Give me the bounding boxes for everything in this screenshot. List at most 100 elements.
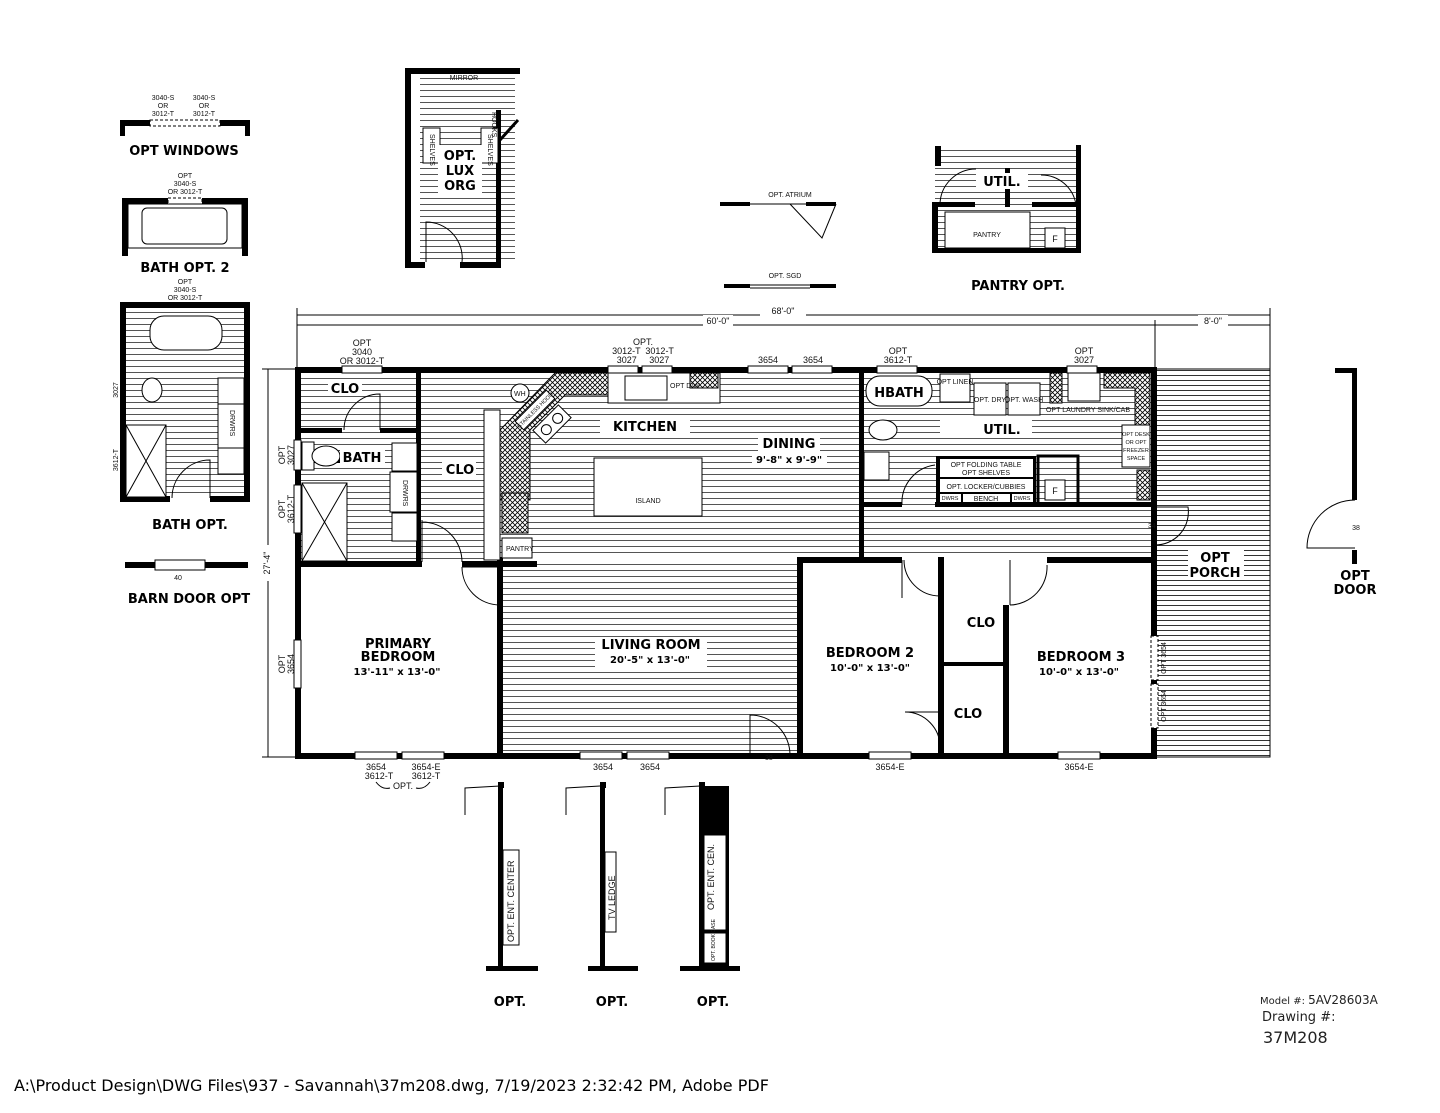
barn-door-label: BARN DOOR OPT <box>128 592 250 607</box>
kitchen-label: KITCHEN <box>613 420 677 435</box>
freestanding-tub-icon <box>149 315 223 351</box>
kitchen-fixtures: PANTRY OPT D/W STAINLESS HOOD WH ISLAND … <box>499 372 721 559</box>
bench-label: BENCH <box>974 496 999 503</box>
svg-text:PANTRY: PANTRY <box>973 232 1001 239</box>
dimension-lines: 68'-0" 60'-0" 8'-0" 27'-4" <box>260 304 1271 758</box>
sink-icon <box>217 447 245 475</box>
pantry-opt-label: PANTRY OPT. <box>971 279 1065 294</box>
opt-laundry-label: OPT LAUNDRY SINK/CAB <box>1046 407 1130 414</box>
opt-porch-label: PORCH <box>1189 566 1240 581</box>
svg-text:OPT.: OPT. <box>494 995 526 1010</box>
svg-text:3040-S: 3040-S <box>174 287 197 294</box>
window-label: 3612-T <box>884 355 913 365</box>
door-width-label: 34 <box>1148 523 1156 530</box>
svg-text:UTIL.: UTIL. <box>983 175 1020 190</box>
bath-opt-2-label: BATH OPT. 2 <box>140 261 229 276</box>
primary-bedroom-label: BEDROOM <box>361 650 436 665</box>
bedroom-2-size: 10'-0" x 13'-0" <box>830 663 910 674</box>
sink-icon <box>391 512 418 542</box>
island-label: ISLAND <box>635 498 660 505</box>
dryer <box>973 382 1007 416</box>
laundry-sink-icon <box>1067 372 1101 402</box>
opt-windows-option: 3040-S OR 3012-T 3040-S OR 3012-T OPT WI… <box>120 95 250 159</box>
ent-cen-book-option: OPT. ENT. CEN. OPT. BOOK CASE OPT. <box>664 782 740 1010</box>
room-labels: CLO BATH CLO DINING 9'-8" x 9'-9" PRIMAR… <box>328 381 1244 762</box>
pantry-label: PANTRY <box>506 546 534 553</box>
window-label: OPT. <box>393 781 413 791</box>
svg-text:LUX: LUX <box>446 164 474 179</box>
water-heater-label: WH <box>514 391 526 398</box>
model-number: Model #: 5AV28603A <box>1260 993 1378 1007</box>
window-label: 3654-E <box>875 762 904 772</box>
freezer-label: F <box>1052 486 1058 496</box>
window-labels: OPT 3040 OR 3012-T OPT. 3012-T 3012-T 30… <box>277 337 1168 791</box>
sink-icon <box>863 451 890 481</box>
windows <box>293 365 1159 760</box>
file-path-footer: A:\Product Design\DWG Files\937 - Savann… <box>14 1076 769 1095</box>
utility-fixtures: HBATH OPT LINEN OPT. DRY OPT. WASH OPT L… <box>863 372 1151 506</box>
washer <box>1007 382 1041 416</box>
primary-bedroom-label: PRIMARY <box>365 637 432 652</box>
util-label: UTIL. <box>983 423 1020 438</box>
clo-label: CLO <box>331 382 359 397</box>
drawers-label: DWRS <box>942 496 959 502</box>
svg-text:OR: OR <box>158 103 169 110</box>
window-label: OPT <box>1075 346 1094 356</box>
svg-text:OPT: OPT <box>178 279 193 286</box>
svg-text:SHELVES: SHELVES <box>428 134 435 166</box>
island <box>593 457 703 517</box>
clo-label: CLO <box>446 463 474 478</box>
water-heater-icon <box>510 383 530 403</box>
svg-text:OPT. ENT. CEN.: OPT. ENT. CEN. <box>706 844 716 910</box>
clo-label: CLO <box>954 707 982 722</box>
window-label: OPT <box>277 499 287 518</box>
primary-bath-fixtures: DRWRS <box>301 441 418 562</box>
barn-door-option: 40 BARN DOOR OPT <box>125 559 250 607</box>
opt-wash-label: OPT. WASH <box>1005 397 1043 404</box>
window-label: 3040 <box>352 347 372 357</box>
svg-text:3012-T: 3012-T <box>152 111 175 118</box>
drawers-label: DRWRS <box>401 480 408 507</box>
window-label: 3654 <box>593 762 613 772</box>
window-label: 3654 <box>286 654 296 674</box>
toilet-icon <box>141 377 163 403</box>
opt-windows-label: OPT WINDOWS <box>129 144 239 159</box>
window-label: 3654 <box>803 355 823 365</box>
svg-text:OPT.: OPT. <box>697 995 729 1010</box>
sink-icon <box>391 442 418 472</box>
walls <box>295 367 1157 759</box>
svg-text:OPT: OPT <box>178 173 193 180</box>
window-label: 3612-T <box>365 771 394 781</box>
lux-org-option: SHELVES SHELVES MIRROR HOOKS OPT. LUX OR… <box>405 68 520 268</box>
window-label: 3012-T 3012-T <box>612 346 674 356</box>
window-label: 3654-E <box>1064 762 1093 772</box>
model-value: 5AV28603A <box>1308 993 1378 1007</box>
window-label: OPT <box>277 445 287 464</box>
bath-opt-option: OPT 3040-S OR 3012-T DRWRS 3027 3612-T B… <box>113 279 250 533</box>
bath-label: BATH <box>343 451 382 466</box>
dining-size: 9'-8" x 9'-9" <box>756 455 822 466</box>
drawers-label: DWRS <box>1014 496 1031 502</box>
depth-dimension: 27'-4" <box>262 552 272 575</box>
svg-text:38: 38 <box>1352 525 1360 532</box>
window-label: OPT. <box>633 337 653 347</box>
svg-text:OPT: OPT <box>1340 569 1370 584</box>
window-label: OPT <box>277 654 287 673</box>
svg-text:HOOKS: HOOKS <box>490 112 497 138</box>
window-label: 3612-T <box>412 771 441 781</box>
opt-desk-label: OR OPT <box>1125 440 1147 446</box>
opt-desk-label: OPT DESK <box>1122 432 1150 438</box>
svg-text:MIRROR: MIRROR <box>450 75 478 82</box>
svg-text:OR 3012-T: OR 3012-T <box>168 189 203 196</box>
window-label: 3654-E <box>411 762 440 772</box>
opt-dw-label: OPT D/W <box>670 383 700 390</box>
svg-text:3040-S: 3040-S <box>152 95 175 102</box>
porch-width-dimension: 8'-0" <box>1204 316 1222 326</box>
door-swings <box>343 393 1189 756</box>
svg-text:F: F <box>1052 234 1058 244</box>
bedroom-2-label: BEDROOM 2 <box>826 646 914 661</box>
svg-text:OPT.: OPT. <box>596 995 628 1010</box>
svg-text:OPT.: OPT. <box>444 149 476 164</box>
sink-icon <box>217 377 245 405</box>
